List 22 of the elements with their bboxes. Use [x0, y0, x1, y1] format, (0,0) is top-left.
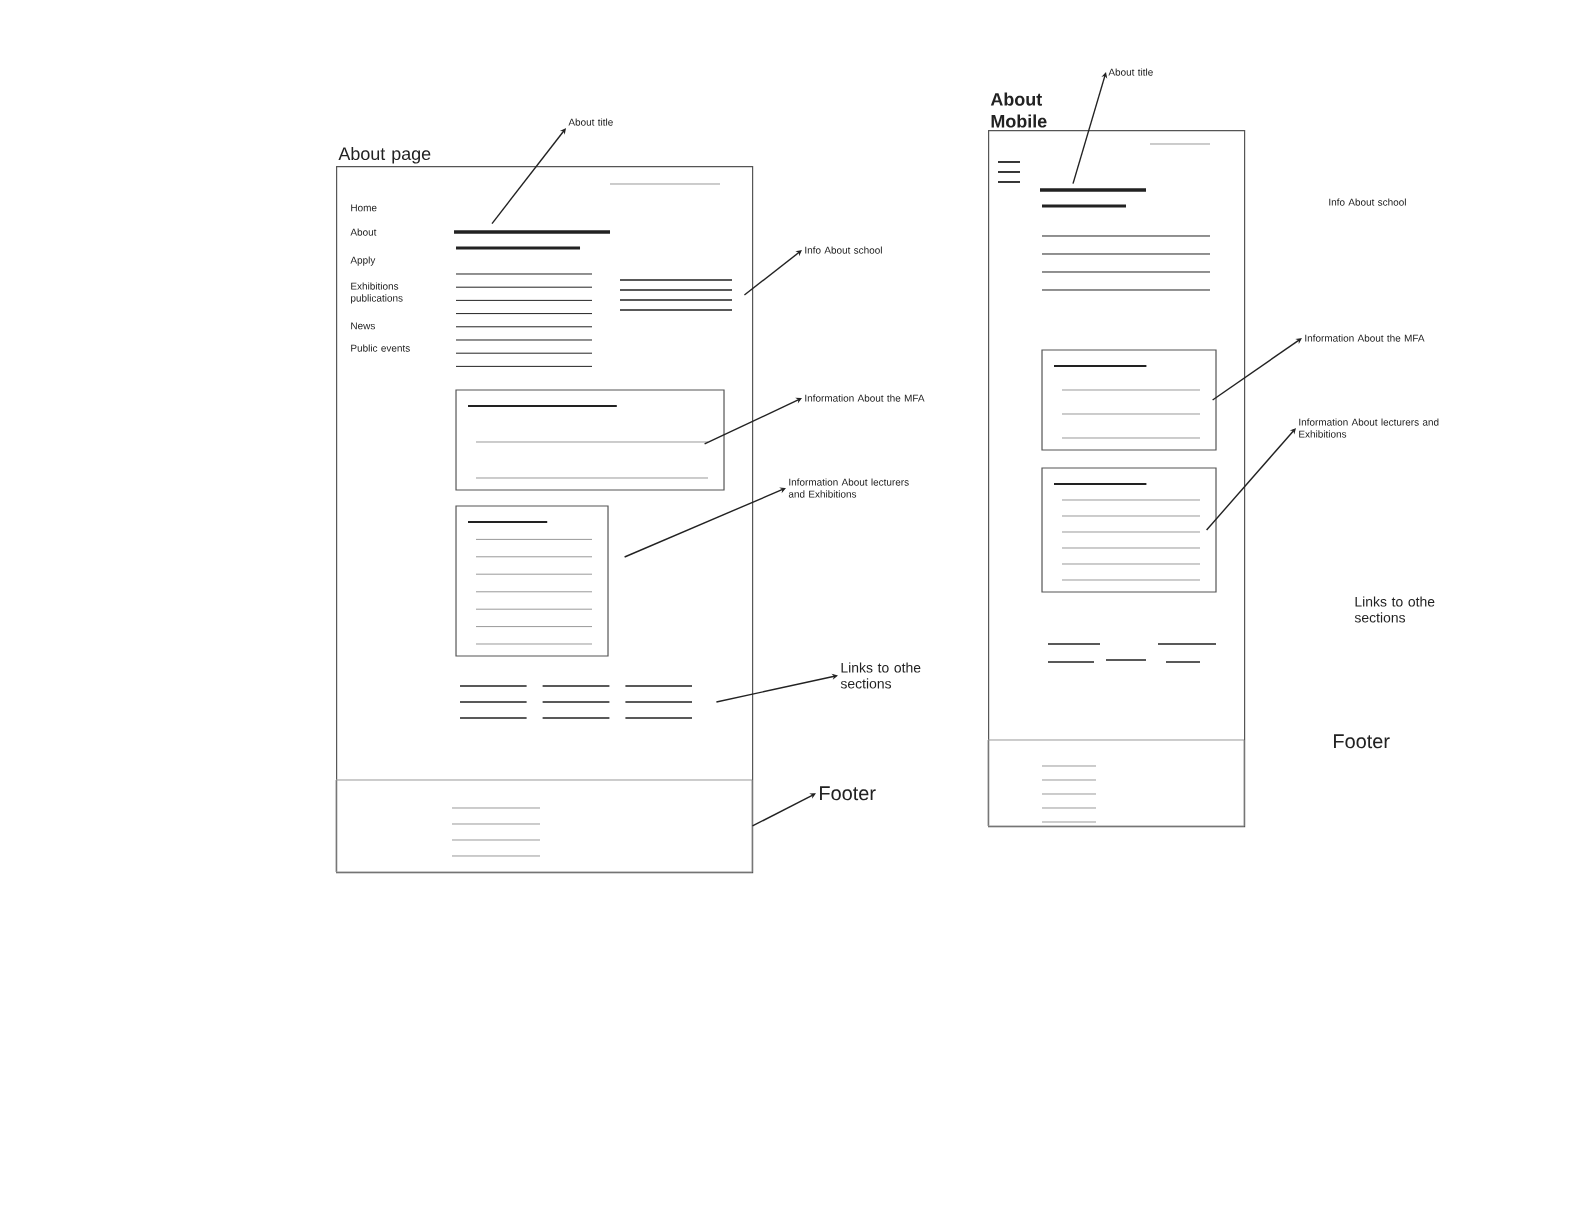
leader-line [1205, 428, 1296, 531]
leader-line [491, 128, 566, 225]
text-lines [619, 279, 733, 311]
page-frame: About Mobile [988, 92, 1246, 828]
title-bar [454, 230, 610, 250]
content-box [455, 505, 609, 657]
node-label: About page [338, 146, 431, 164]
content-box [1041, 467, 1217, 593]
annotation-text: Footer [820, 786, 876, 801]
leader-line [751, 793, 816, 827]
text-lines [459, 685, 693, 719]
annotation-text: Footer [1334, 734, 1390, 749]
content-box [455, 389, 725, 491]
leader-line [623, 487, 786, 558]
leader-line [743, 250, 802, 296]
leader-line [703, 397, 802, 445]
node-label: About Mobile [990, 92, 1047, 128]
title-bar [1040, 188, 1146, 208]
leader-line [715, 673, 838, 703]
leader-line [1211, 338, 1302, 401]
footer-band [335, 779, 753, 873]
content-box [1041, 349, 1217, 451]
